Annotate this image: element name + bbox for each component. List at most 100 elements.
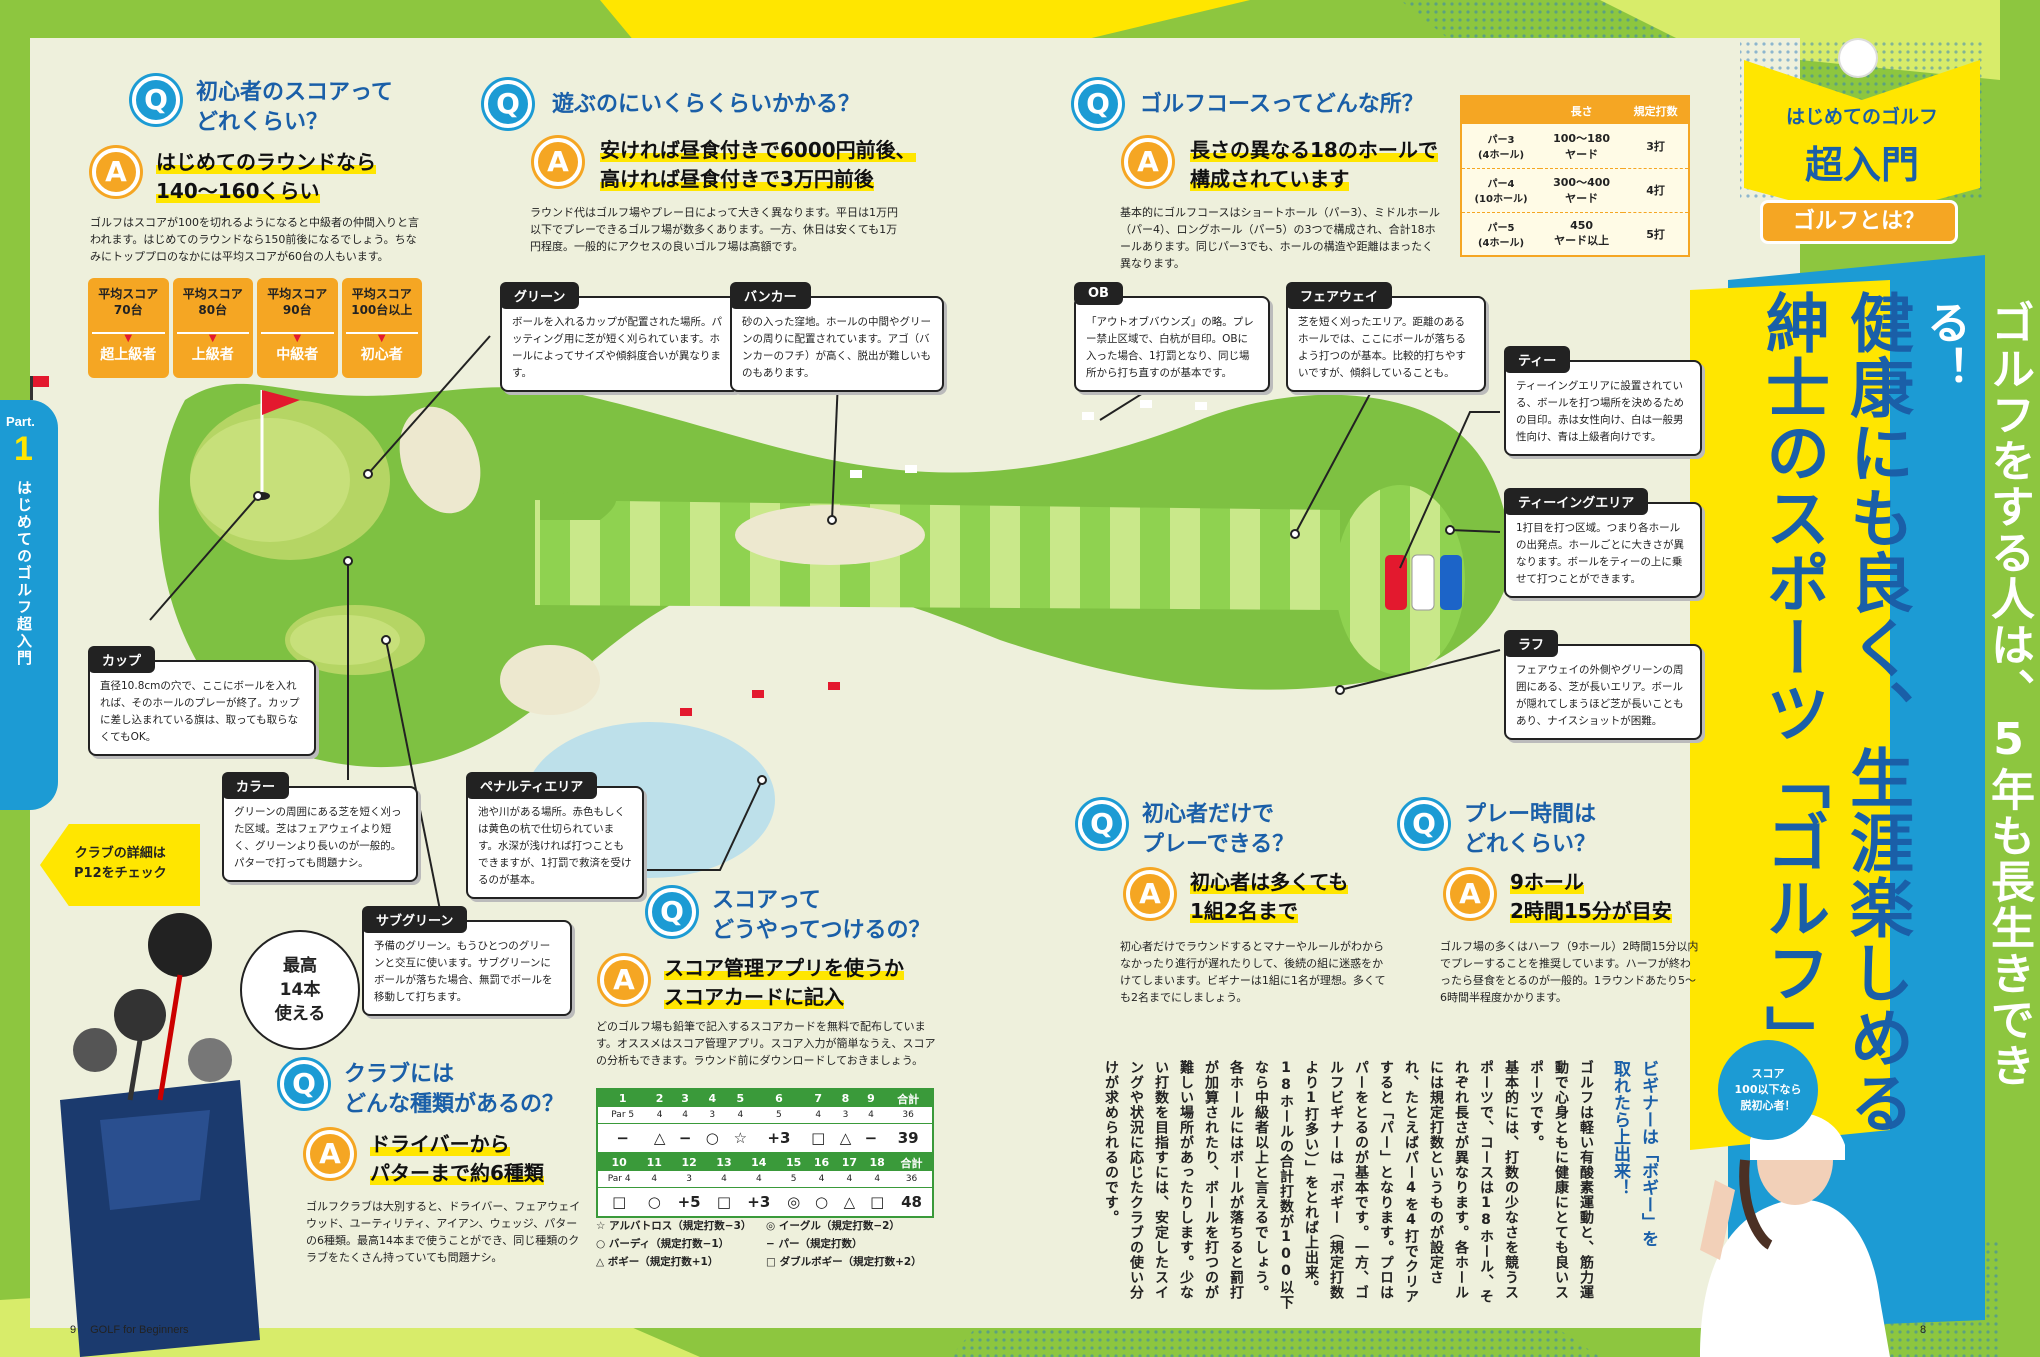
par-table: 長さ 規定打数 パー3 (4ホール) 100〜180 ヤード 3打 パー4 (1… [1460,95,1690,257]
callout-teeing-area: ティーイングエリア 1打目を打つ区域。つまり各ホールの出発点。ホールごとに大きさ… [1504,488,1702,598]
callout-title: OB [1074,282,1123,305]
a-badge-icon: A [92,148,140,196]
golf-ball-icon [1840,40,1876,76]
q-badge-icon: Q [280,1060,328,1108]
callout-title: フェアウェイ [1286,282,1393,309]
hole-par: 4 [682,1109,688,1120]
callout-body: 池や川がある場所。赤色もしくは黄色の杭で仕切られています。水深が浅ければ打つこと… [478,806,632,886]
score-level-name: 中級者 [276,347,319,363]
masthead-sub: ゴルフとは？ [1760,200,1958,244]
scoring-question: スコアって どうやってつけるの？ [712,888,931,943]
hole-par: 4 [818,1173,825,1184]
marker-dot [1445,525,1455,535]
q-badge-icon: Q [1074,80,1122,128]
scoring-body: どのゴルフ場も鉛筆で記入するスコアカードを無料で配布しています。オススメはスコア… [596,1020,936,1067]
callout-body: 芝を短く刈ったエリア。距離のあるホールでは、ここにボールが落ちるよう打つのが基本… [1298,316,1466,379]
scoring-answer: スコア管理アプリを使うか スコアカードに記入 [664,956,904,1009]
a-badge-icon: A [306,1130,354,1178]
marker-dot [343,556,353,566]
course-answer: 長さの異なる18のホールで 構成されています [1190,138,1438,191]
hole-number: 5 [736,1092,745,1105]
hole-score: □ [612,1192,627,1211]
hole-score: ☆ [733,1128,748,1147]
score-level-avg: 平均スコア 80台 [176,278,249,334]
hole-number: 7 [814,1092,823,1105]
callout-bunker: バンカー 砂の入った窪地。ホールの中間やグリーンの周りに配置されています。アゴ（… [730,282,944,392]
page-number-right: 8 [1920,1324,1927,1336]
hole-number: 合計 [897,1092,920,1106]
lead-body: ゴルフは軽い有酸素運動と、筋力運動で心身ともに健康にとても良いスポーツです。 基… [1103,1060,1594,1310]
hole-number: 15 [786,1156,802,1169]
hole-number: 6 [775,1092,783,1105]
callout-penalty-area: ペナルティエリア 池や川がある場所。赤色もしくは黄色の杭で仕切られています。水深… [466,772,644,899]
hole-number: 9 [867,1092,875,1105]
hole-score: □ [870,1192,885,1211]
hole-par: 4 [755,1173,762,1184]
player-speech-text: スコア 100以下なら 脱初心者！ [1734,1067,1802,1112]
hole-number: 1 [618,1092,627,1105]
callout-body: 予備のグリーン。もうひとつのグリーンと交互に使います。サブグリーンにボールが落ち… [374,940,553,1003]
headline-sub: ゴルフをする人は、5年も長生きできる！ [1919,300,2034,1089]
legend-item: ☆ アルバトロス（規定打数−3） [596,1220,752,1232]
magazine-name: GOLF for Beginners [90,1324,189,1336]
hole-score: ○ [814,1192,829,1211]
score-level-avg: 平均スコア 70台 [92,278,165,334]
hole-number: 13 [716,1156,732,1169]
hole-number: 14 [751,1156,767,1169]
hole-number: 11 [646,1156,662,1169]
callout-body: グリーンの周囲にある芝を短く刈った区域。芝はフェアウェイより短く、グリーンより長… [234,806,402,869]
marker-dot [1290,529,1300,539]
hole-par: 5 [790,1173,797,1184]
club-page-arrow: クラブの詳細は P12をチェック [40,824,200,906]
part-sidebar: Part. 1 はじめてのゴルフ超入門 [0,400,58,810]
player-speech-bubble: スコア 100以下なら 脱初心者！ [1718,1040,1818,1140]
marker-dot [1335,685,1345,695]
callout-body: 1打目を打つ区域。つまり各ホールの出発点。ホールごとに大きさが異なります。ボール… [1516,522,1684,585]
hole-number: 10 [611,1156,627,1169]
score-level-2: 平均スコア 80台 ▼ 上級者 [172,278,253,378]
playtime-body: ゴルフ場の多くはハーフ（9ホール）2時間15分以内でプレーすることを推奨していま… [1440,940,1699,1004]
hole-par: 4 [656,1109,663,1120]
hole-par: 4 [721,1173,727,1184]
flag-icon [30,376,50,400]
callout-title: グリーン [500,282,580,309]
hole-score: 48 [901,1192,922,1211]
hole-par: 4 [651,1173,658,1184]
lead-title: ビギナーは「ボギー」を 取れたら上出来！ [1610,1060,1658,1247]
score-level-4: 平均スコア 100台以上 ▼ 初心者 [341,278,422,378]
course-question: ゴルフコースってどんな所？ [1140,92,1424,117]
callout-title: カップ [88,646,156,673]
part-title: はじめてのゴルフ超入門 [15,480,33,667]
page-number-left: 9 [70,1324,77,1336]
hole-score: △ [843,1192,856,1211]
callout-title: ティー [1504,346,1571,373]
callout-body: ティーイングエリアに設置されている、ボールを打つ場所を決めるための目印。赤は女性… [1516,380,1684,443]
hole-score: +5 [677,1192,701,1211]
scorecard-back: 10 11 12 13 14 15 16 17 18 合計 Par 4 4 3 … [596,1152,934,1218]
callout-body: 直径10.8cmの穴で、ここにボールを入れれば、そのホールのプレーが終了。カップ… [100,680,300,743]
callout-green: グリーン ボールを入れるカップが配置された場所。パッティング用に芝が短く刈られて… [500,282,740,392]
marker-dot [363,469,373,479]
score-question: 初心者のスコアって どれくらい？ [196,80,393,135]
scorecard-legend: ☆ アルバトロス（規定打数−3） ◎ イーグル（規定打数−2） ○ バーディ（規… [596,1218,936,1270]
beginners-body: 初心者だけでラウンドするとマナーやルールがわからなかったり進行が遅れたりして、後… [1120,940,1386,1004]
scorecard-front: 1 2 3 4 5 6 7 8 9 合計 Par 5 4 4 3 4 5 4 3… [596,1088,934,1154]
club-count-text: 最高 14本 使える [274,956,326,1024]
q-badge-icon: Q [1400,800,1448,848]
callout-title: ペナルティエリア [466,772,598,799]
score-body: ゴルフはスコアが100を切れるようになると中級者の仲間入りと言われます。はじめて… [90,216,419,263]
hole-par: 5 [776,1109,782,1120]
callout-title: ラフ [1504,630,1559,657]
part-label: Part. [6,414,35,429]
hole-number: 12 [681,1156,697,1169]
hole-score: +3 [767,1128,791,1147]
hole-score: − [864,1128,878,1147]
hole-par: Par 5 [611,1109,635,1120]
callout-tee: ティー ティーイングエリアに設置されている、ボールを打つ場所を決めるための目印。… [1504,346,1702,456]
par-type: パー4 (10ホール) [1474,179,1528,205]
par-strokes: 5打 [1646,227,1665,241]
hole-number: 16 [813,1156,830,1169]
hole-par: 36 [905,1173,918,1184]
clubs-body: ゴルフクラブは大別すると、ドライバー、フェアウェイウッド、ユーティリティ、アイア… [306,1200,581,1264]
masthead: はじめてのゴルフ 超入門 ゴルフとは？ [1744,40,1980,248]
